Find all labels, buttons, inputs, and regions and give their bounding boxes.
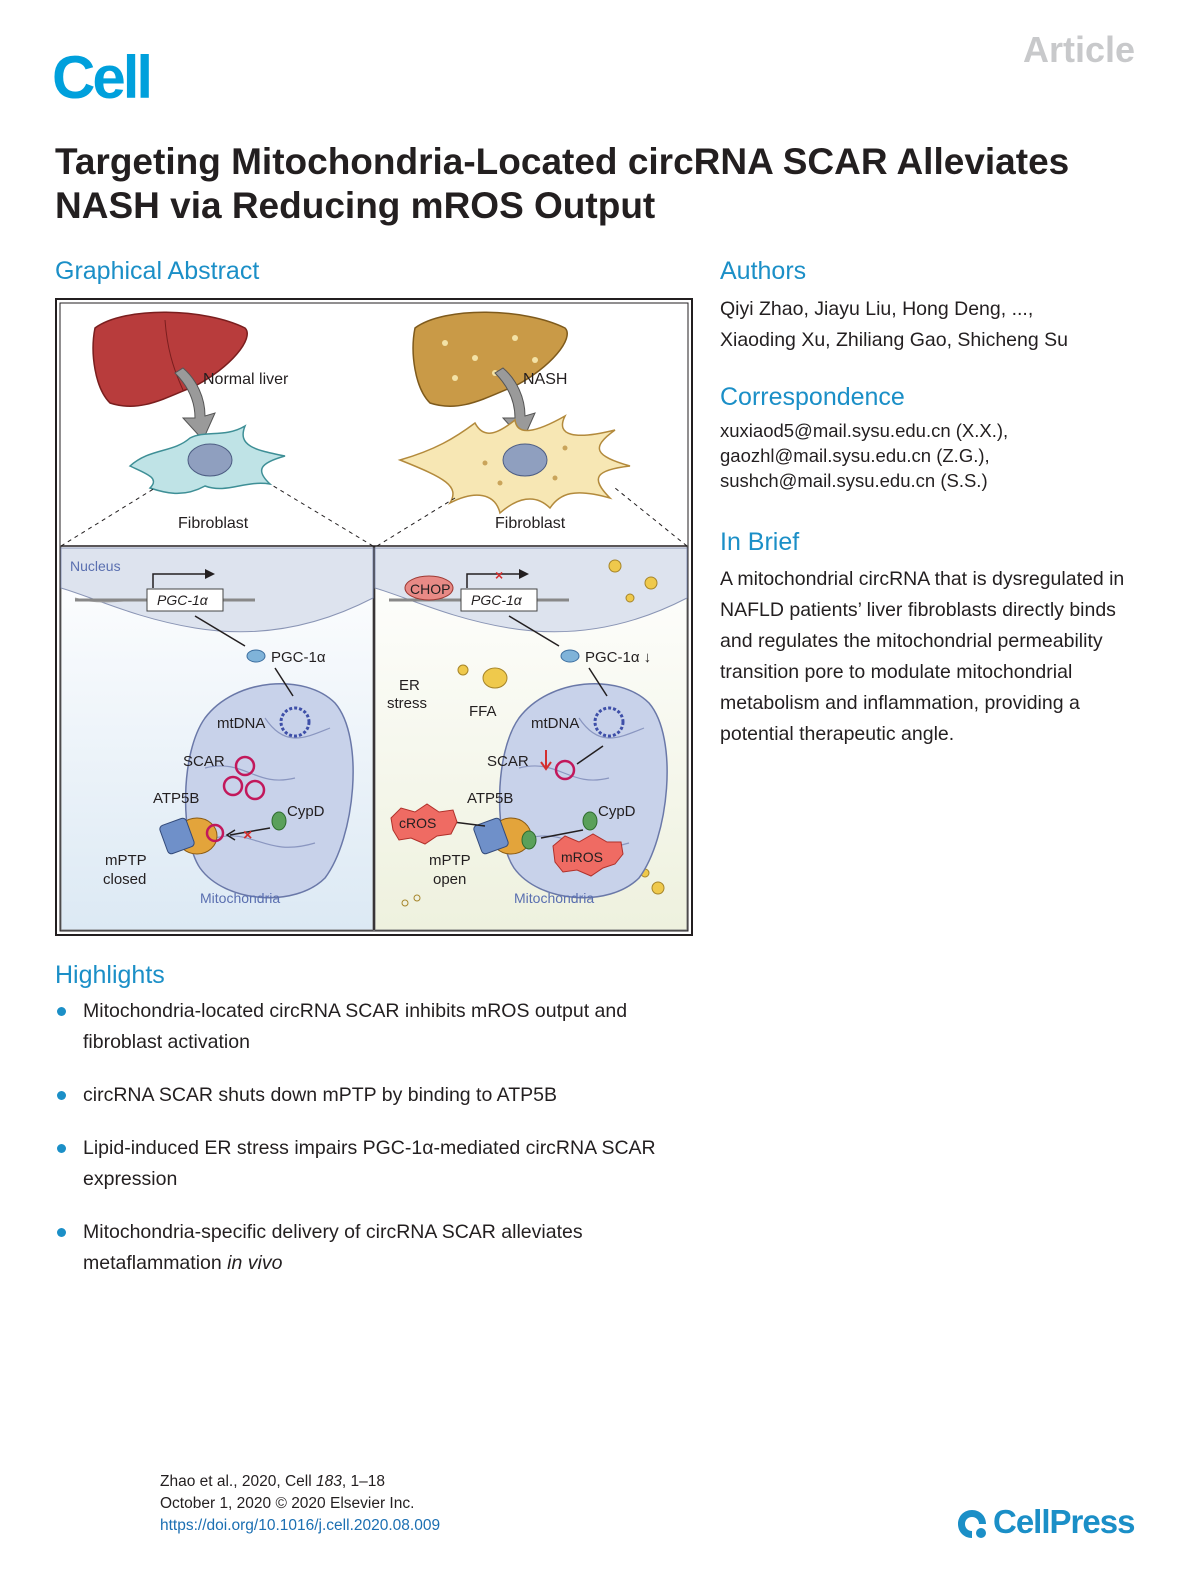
scar-circrna-icon — [234, 755, 256, 777]
highlight-item: Mitochondria-located circRNA SCAR inhibi… — [55, 996, 705, 1058]
correspondence-list: xuxiaod5@mail.sysu.edu.cn (X.X.), gaozhl… — [720, 418, 1160, 493]
gene-box-left — [146, 588, 224, 612]
fibroblast-label-right: Fibroblast — [495, 515, 566, 532]
article-type-label: Article — [1022, 29, 1135, 70]
ffa-label: FFA — [469, 703, 497, 720]
bullet-icon — [57, 1091, 66, 1100]
cellpress-logo: CellPress — [955, 1502, 1135, 1542]
normal-liver-label: Normal liver — [203, 371, 289, 388]
cypd-label-left: CypD — [287, 803, 325, 820]
highlight-item: Mitochondria-specific delivery of circRN… — [55, 1217, 705, 1279]
gene-box-right — [460, 588, 538, 612]
correspondence-email[interactable]: sushch@mail.sysu.edu.cn (S.S.) — [720, 470, 988, 491]
journal-logo: Cell — [52, 44, 153, 111]
gene-label-left: PGC-1α — [157, 592, 209, 608]
bullet-icon — [57, 1007, 66, 1016]
graphical-abstract-illustration: Normal liver Fibroblast NASH Fibroblast … — [55, 298, 693, 936]
cros-label: cROS — [399, 815, 436, 831]
scar-label-right: SCAR — [487, 753, 529, 770]
chop-label: CHOP — [410, 581, 450, 597]
mtdna-label-right: mtDNA — [531, 715, 579, 732]
doi-link[interactable]: https://doi.org/10.1016/j.cell.2020.08.0… — [160, 1517, 441, 1534]
highlights-heading: Highlights — [55, 961, 165, 989]
highlight-text: Mitochondria-specific delivery of circRN… — [83, 1221, 583, 1274]
arrow-icon — [494, 367, 536, 441]
graphical-abstract-figure: Normal liver Fibroblast NASH Fibroblast … — [55, 298, 693, 936]
publisher-name: CellPress — [993, 1503, 1135, 1540]
chop-icon — [404, 575, 454, 601]
mitochondria-label-left: Mitochondria — [200, 890, 280, 906]
protein-label-left: PGC-1α — [271, 649, 326, 666]
gene-label-right: PGC-1α — [471, 592, 523, 608]
arrow-icon — [174, 367, 216, 441]
volume: 183 — [315, 1473, 342, 1490]
bullet-icon — [57, 1144, 66, 1153]
author-list: Qiyi Zhao, Jiayu Liu, Hong Deng, ..., Xi… — [720, 294, 1160, 356]
nash-liver-icon — [412, 311, 568, 407]
cros-burst-icon — [390, 803, 458, 845]
mtdna-icon — [279, 706, 311, 738]
bullet-icon — [57, 1228, 66, 1237]
lipid-droplet-icon — [482, 667, 508, 689]
highlight-text: circRNA SCAR shuts down mPTP by binding … — [83, 1084, 557, 1106]
cypd-icon — [271, 811, 287, 831]
cellpress-mark-icon — [958, 1510, 986, 1539]
article-title: Targeting Mitochondria-Located circRNA S… — [55, 141, 1070, 226]
correspondence-heading: Correspondence — [720, 383, 905, 411]
fibroblast-label-left: Fibroblast — [178, 515, 249, 532]
er-stress-label: stress — [387, 695, 427, 712]
mptp-label-left: mPTP — [105, 852, 147, 869]
nucleus-label-left: Nucleus — [70, 558, 121, 574]
citation-line: Zhao et al., 2020, Cell 183, 1–18 — [160, 1473, 385, 1490]
correspondence-email[interactable]: xuxiaod5@mail.sysu.edu.cn (X.X.), — [720, 420, 1009, 441]
mtdna-label-left: mtDNA — [217, 715, 265, 732]
mros-burst-icon — [552, 833, 624, 877]
mitochondria-label-right: Mitochondria — [514, 890, 594, 906]
highlights-list: Mitochondria-located circRNA SCAR inhibi… — [55, 996, 705, 1301]
atp5b-label-left: ATP5B — [153, 790, 199, 807]
protein-label-right: PGC-1α ↓ — [585, 649, 651, 666]
correspondence-email[interactable]: gaozhl@mail.sysu.edu.cn (Z.G.), — [720, 445, 990, 466]
mptp-state-left: closed — [103, 871, 146, 888]
cypd-label-right: CypD — [598, 803, 636, 820]
svg-text:×: × — [495, 567, 503, 583]
author-line: Qiyi Zhao, Jiayu Liu, Hong Deng, ..., — [720, 298, 1034, 320]
authors-heading: Authors — [720, 257, 807, 285]
mptp-state-right: open — [433, 871, 466, 888]
in-brief-heading: In Brief — [720, 528, 800, 556]
mitochondria-left — [184, 683, 354, 899]
citation-footer: Zhao et al., 2020, Cell 183, 1–18 Octobe… — [160, 1471, 440, 1537]
highlight-italic: in vivo — [227, 1252, 283, 1274]
graphical-abstract-heading: Graphical Abstract — [55, 257, 260, 285]
er-label: ER — [399, 677, 420, 694]
down-arrow-icon — [540, 750, 552, 771]
mros-label: mROS — [561, 849, 603, 865]
highlight-text: Mitochondria-located circRNA SCAR inhibi… — [83, 1000, 628, 1053]
highlight-text: Lipid-induced ER stress impairs PGC-1α-m… — [83, 1137, 656, 1190]
nash-label: NASH — [523, 371, 567, 388]
in-brief-text: A mitochondrial circRNA that is dysregul… — [720, 568, 1125, 745]
normal-liver-icon — [92, 311, 248, 407]
author-line: Xiaoding Xu, Zhiliang Gao, Shicheng Su — [720, 329, 1068, 351]
atp5b-label-right: ATP5B — [467, 790, 513, 807]
block-icon: × — [243, 827, 252, 844]
highlight-item: Lipid-induced ER stress impairs PGC-1α-m… — [55, 1133, 705, 1195]
highlight-item: circRNA SCAR shuts down mPTP by binding … — [55, 1080, 705, 1111]
mptp-label-right: mPTP — [429, 852, 471, 869]
date-line: October 1, 2020 © 2020 Elsevier Inc. — [160, 1495, 415, 1512]
scar-label-left: SCAR — [183, 753, 225, 770]
